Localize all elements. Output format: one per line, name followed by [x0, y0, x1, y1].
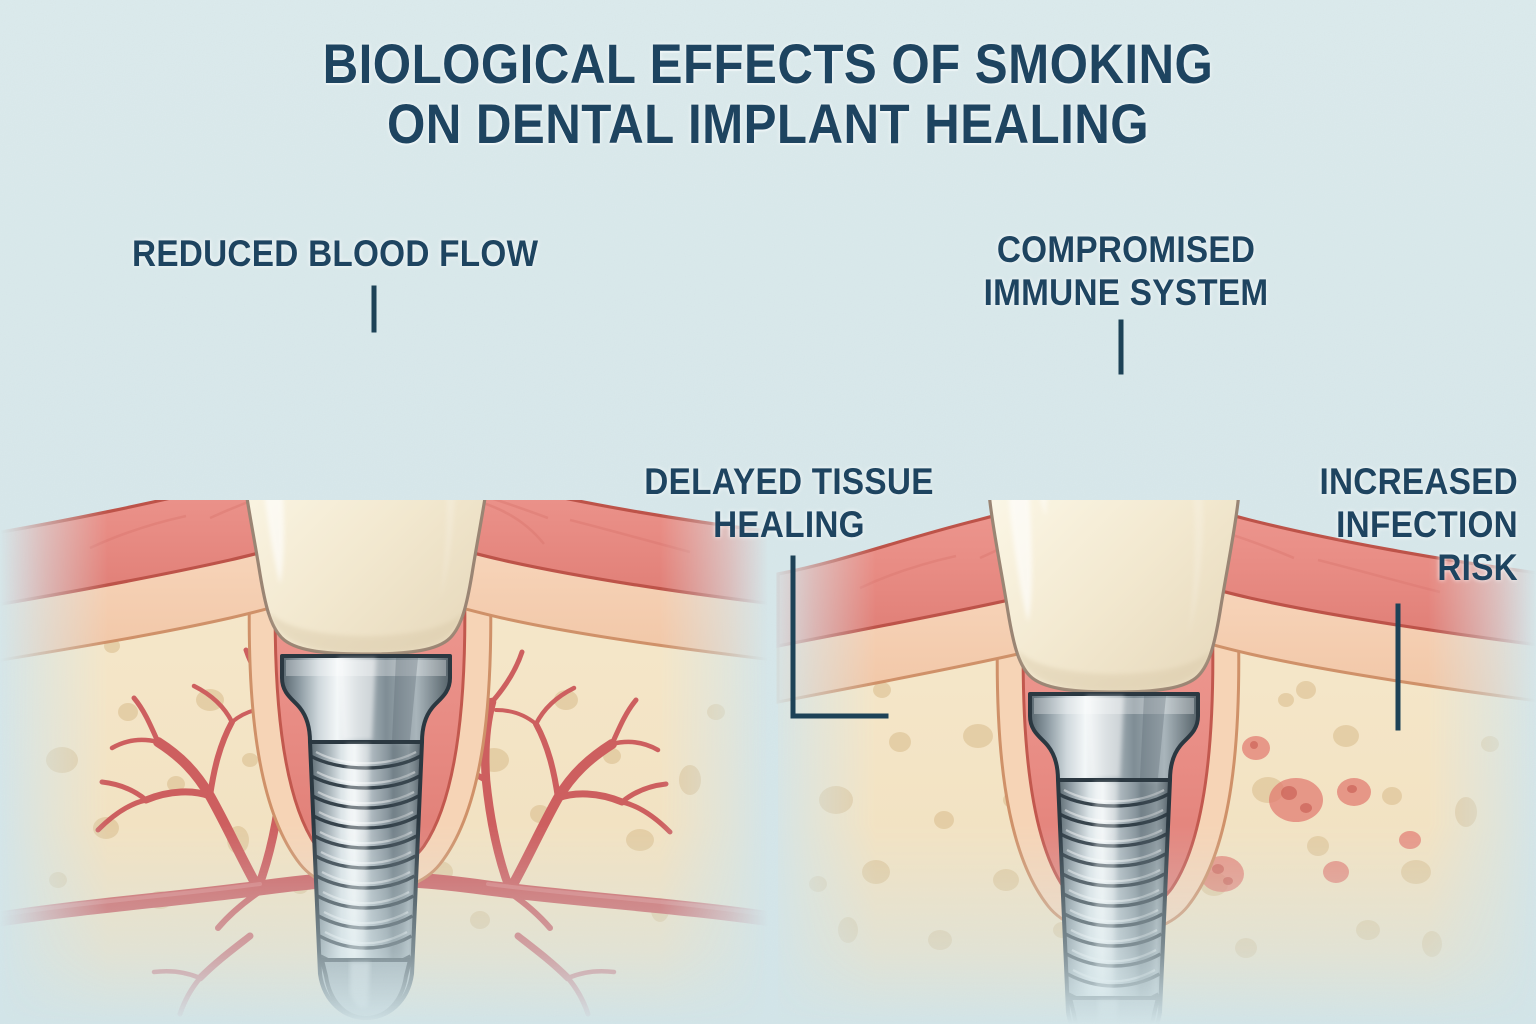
label-compromised-immune-system: COMPROMISED IMMUNE SYSTEM	[983, 229, 1269, 313]
label-delayed-tissue-healing: DELAYED TISSUE HEALING	[644, 461, 934, 545]
leader-lines	[371, 285, 1401, 731]
label-increased-infection-risk: INCREASED INFECTION RISK	[1319, 461, 1518, 588]
right-panel	[776, 370, 1536, 1024]
leader-delayed-healing	[790, 555, 889, 719]
label-reduced-blood-flow: REDUCED BLOOD FLOW	[132, 233, 539, 274]
